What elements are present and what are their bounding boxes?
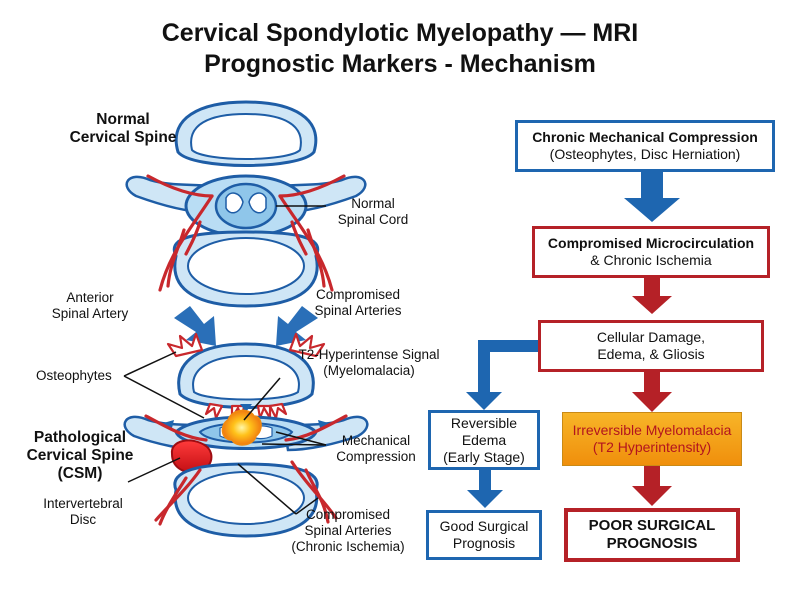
microcirculation-title: Compromised Microcirculation xyxy=(547,235,755,251)
reversible-line3: (Early Stage) xyxy=(443,448,525,465)
intervertebral-disc-label: Intervertebral Disc xyxy=(28,496,138,528)
poor-prognosis-line2: PROGNOSIS xyxy=(606,535,698,552)
pathological-spine-label-line3: (CSM) xyxy=(57,465,103,482)
mechanical-compression-line1: Mechanical xyxy=(341,433,411,448)
diagram-title: Cervical Spondylotic Myelopathy — MRI Pr… xyxy=(0,18,800,80)
reversible-line1: Reversible xyxy=(450,414,518,431)
mechanical-compression-line2: Compression xyxy=(336,449,416,464)
t2-signal-label-line1: T2-Hyperintense Signal xyxy=(298,347,440,362)
pathological-vertebral-body-upper xyxy=(177,342,315,409)
pathological-spinal-arteries xyxy=(144,414,348,526)
good-prognosis-line2: Prognosis xyxy=(452,535,516,551)
t2-signal-label: T2-Hyperintense Signal (Myelomalacia) xyxy=(294,347,444,379)
osteophytes-label: Osteophytes xyxy=(36,368,112,384)
intervertebral-disc-label-line1: Intervertebral xyxy=(43,496,123,511)
irreversible-line2: (T2 Hyperintensity) xyxy=(592,439,712,455)
normal-vertebral-body-lower xyxy=(172,230,320,308)
anterior-artery-label: Anterior Spinal Artery xyxy=(30,290,150,322)
box-cellular-damage: Cellular Damage, Edema, & Gliosis xyxy=(538,320,764,372)
irreversible-line1: Irreversible Myelomalacia xyxy=(572,422,732,438)
t2-hyperintense-lesion xyxy=(221,409,262,446)
normal-cord-label-line1: Normal xyxy=(351,196,395,211)
flow-arrows xyxy=(466,170,680,508)
normal-spine-label: Normal Cervical Spine xyxy=(58,111,188,147)
mechanical-compression-label: Mechanical Compression xyxy=(322,433,430,465)
reversible-line2: Edema xyxy=(461,431,507,448)
cellular-damage-line1: Cellular Damage, xyxy=(596,329,706,345)
box-poor-prognosis: POOR SURGICAL PROGNOSIS xyxy=(564,508,740,562)
good-prognosis-line1: Good Surgical xyxy=(439,518,529,534)
poor-prognosis-line1: POOR SURGICAL xyxy=(588,517,716,534)
pathological-vertebra xyxy=(123,332,369,538)
box-compromised-microcirculation: Compromised Microcirculation & Chronic I… xyxy=(532,226,770,278)
normal-vertebral-body-upper xyxy=(174,100,318,167)
chronic-compression-subtitle: (Osteophytes, Disc Herniation) xyxy=(549,146,741,162)
compression-arrows xyxy=(174,306,318,346)
normal-vertebra xyxy=(125,100,367,308)
pathological-spine-label: Pathological Cervical Spine (CSM) xyxy=(14,429,146,483)
herniated-disc xyxy=(170,439,213,474)
chronic-compression-title: Chronic Mechanical Compression xyxy=(532,129,758,145)
compromised-arteries-bottom-line1: Compromised xyxy=(305,507,391,522)
intervertebral-disc-label-line2: Disc xyxy=(69,512,97,527)
anatomy-leader-lines xyxy=(123,351,327,515)
title-line-2: Prognostic Markers - Mechanism xyxy=(204,50,596,78)
compromised-arteries-bottom-label: Compromised Spinal Arteries (Chronic Isc… xyxy=(282,507,414,555)
normal-cord-label: Normal Spinal Cord xyxy=(318,196,428,228)
compromised-arteries-top-label: Compromised Spinal Arteries xyxy=(298,287,418,319)
box-chronic-compression: Chronic Mechanical Compression (Osteophy… xyxy=(515,120,775,172)
compression-small-arrows xyxy=(160,404,332,428)
normal-spinal-cord xyxy=(214,182,278,230)
anterior-artery-label-line2: Spinal Artery xyxy=(51,306,129,321)
pathological-spine-label-line2: Cervical Spine xyxy=(26,447,134,464)
osteophytes-label-text: Osteophytes xyxy=(36,368,112,383)
normal-cord-label-line2: Spinal Cord xyxy=(337,212,409,227)
title-line-1: Cervical Spondylotic Myelopathy — MRI xyxy=(161,19,639,47)
cellular-damage-line2: Edema, & Gliosis xyxy=(597,346,705,362)
box-good-prognosis: Good Surgical Prognosis xyxy=(426,510,542,560)
pathological-spine-label-line1: Pathological xyxy=(33,429,127,446)
normal-spinal-arteries xyxy=(146,174,346,292)
normal-spine-label-line1: Normal xyxy=(96,111,150,128)
microcirculation-subtitle: & Chronic Ischemia xyxy=(590,252,712,268)
compromised-arteries-bottom-line2: Spinal Arteries xyxy=(304,523,392,538)
anterior-artery-label-line1: Anterior xyxy=(66,290,114,305)
compromised-arteries-bottom-line3: (Chronic Ischemia) xyxy=(291,539,405,554)
compromised-arteries-top-line1: Compromised xyxy=(315,287,401,302)
pathological-vertebral-body-lower xyxy=(173,462,319,538)
compromised-arteries-top-line2: Spinal Arteries xyxy=(314,303,402,318)
t2-signal-label-line2: (Myelomalacia) xyxy=(323,363,415,378)
normal-spine-label-line2: Cervical Spine xyxy=(69,129,177,146)
box-reversible-edema: Reversible Edema (Early Stage) xyxy=(428,410,540,470)
box-irreversible-myelomalacia: Irreversible Myelomalacia (T2 Hyperinten… xyxy=(562,412,742,466)
